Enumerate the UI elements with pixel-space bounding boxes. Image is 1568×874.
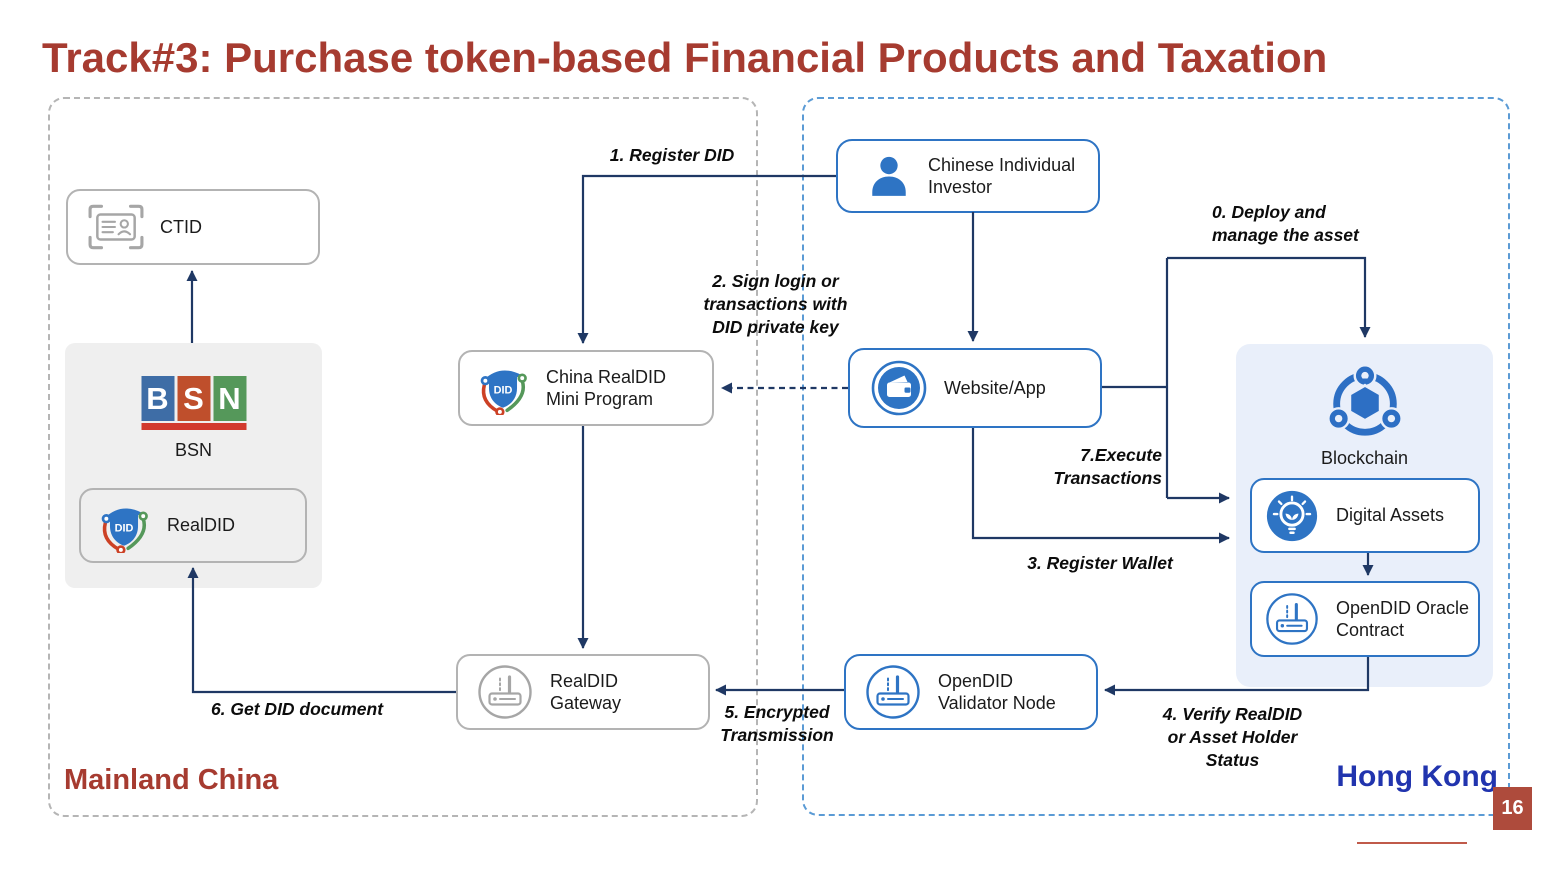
edge-label-get-did-document: 6. Get DID document (210, 699, 384, 719)
router-icon (864, 663, 922, 721)
bsn-logo-underline (141, 423, 246, 430)
mainland-china-label: Mainland China (64, 764, 279, 796)
mainland-china-region (48, 97, 758, 817)
edge-label-encrypted-transmission: 5. Encrypted Transmission (720, 702, 834, 745)
hong-kong-region (802, 97, 1510, 816)
router-icon (1264, 591, 1320, 647)
edge-label-verify-realdid: 4. Verify RealDID or Asset Holder Status (1162, 704, 1303, 770)
edge-label-sign-login: 2. Sign login or transactions with DID p… (703, 271, 848, 337)
lightbulb-icon (1264, 488, 1320, 544)
mini-program-label: China RealDID Mini Program (546, 366, 667, 410)
oracle-contract-node: OpenDID Oracle Contract (1250, 581, 1480, 657)
gateway-node: RealDID Gateway (456, 654, 710, 730)
oracle-contract-label: OpenDID Oracle Contract (1336, 597, 1470, 641)
decor-line (1357, 842, 1467, 844)
website-app-label: Website/App (944, 377, 1046, 398)
hong-kong-label: Hong Kong (1336, 760, 1498, 793)
person-icon (866, 153, 912, 199)
blockchain-label: Blockchain (1320, 448, 1409, 468)
validator-node-label: OpenDID Validator Node (938, 670, 1056, 714)
edge-label-register-did: 1. Register DID (609, 145, 735, 165)
edge-label-deploy-asset: 0. Deploy and manage the asset (1212, 202, 1359, 245)
ctid-node: CTID (66, 189, 320, 265)
bsn-label: BSN (174, 440, 212, 460)
investor-label: Chinese Individual Investor (928, 154, 1076, 198)
validator-node: OpenDID Validator Node (844, 654, 1098, 730)
investor-node: Chinese Individual Investor (836, 139, 1100, 213)
digital-assets-node: Digital Assets (1250, 478, 1480, 553)
realdid-label: RealDID (167, 515, 236, 536)
id-card-scan-icon (88, 204, 144, 250)
did-shield-icon: DID (476, 361, 530, 415)
did-shield-icon: DID (97, 499, 151, 553)
bsn-logo-square-n: N (213, 376, 246, 421)
edge-label-register-wallet: 3. Register Wallet (1027, 553, 1173, 573)
bsn-logo: B S N (141, 376, 246, 430)
ctid-label: CTID (160, 216, 202, 237)
router-icon (476, 663, 534, 721)
edge-label-execute-transactions: 7.Execute Transactions (1053, 445, 1162, 488)
blockchain-network-icon (1323, 358, 1407, 447)
wallet-icon (870, 359, 928, 417)
page-number-badge: 16 (1493, 787, 1532, 830)
realdid-node: DID RealDID (79, 488, 307, 563)
svg-text:DID: DID (494, 385, 513, 397)
bsn-logo-square-b: B (141, 376, 174, 421)
website-app-node: Website/App (848, 348, 1102, 428)
page-title: Track#3: Purchase token-based Financial … (42, 34, 1328, 81)
mini-program-node: DID China RealDID Mini Program (458, 350, 714, 426)
gateway-label: RealDID Gateway (550, 670, 622, 714)
digital-assets-label: Digital Assets (1336, 505, 1445, 526)
svg-text:DID: DID (115, 522, 134, 534)
bsn-logo-square-s: S (177, 376, 210, 421)
